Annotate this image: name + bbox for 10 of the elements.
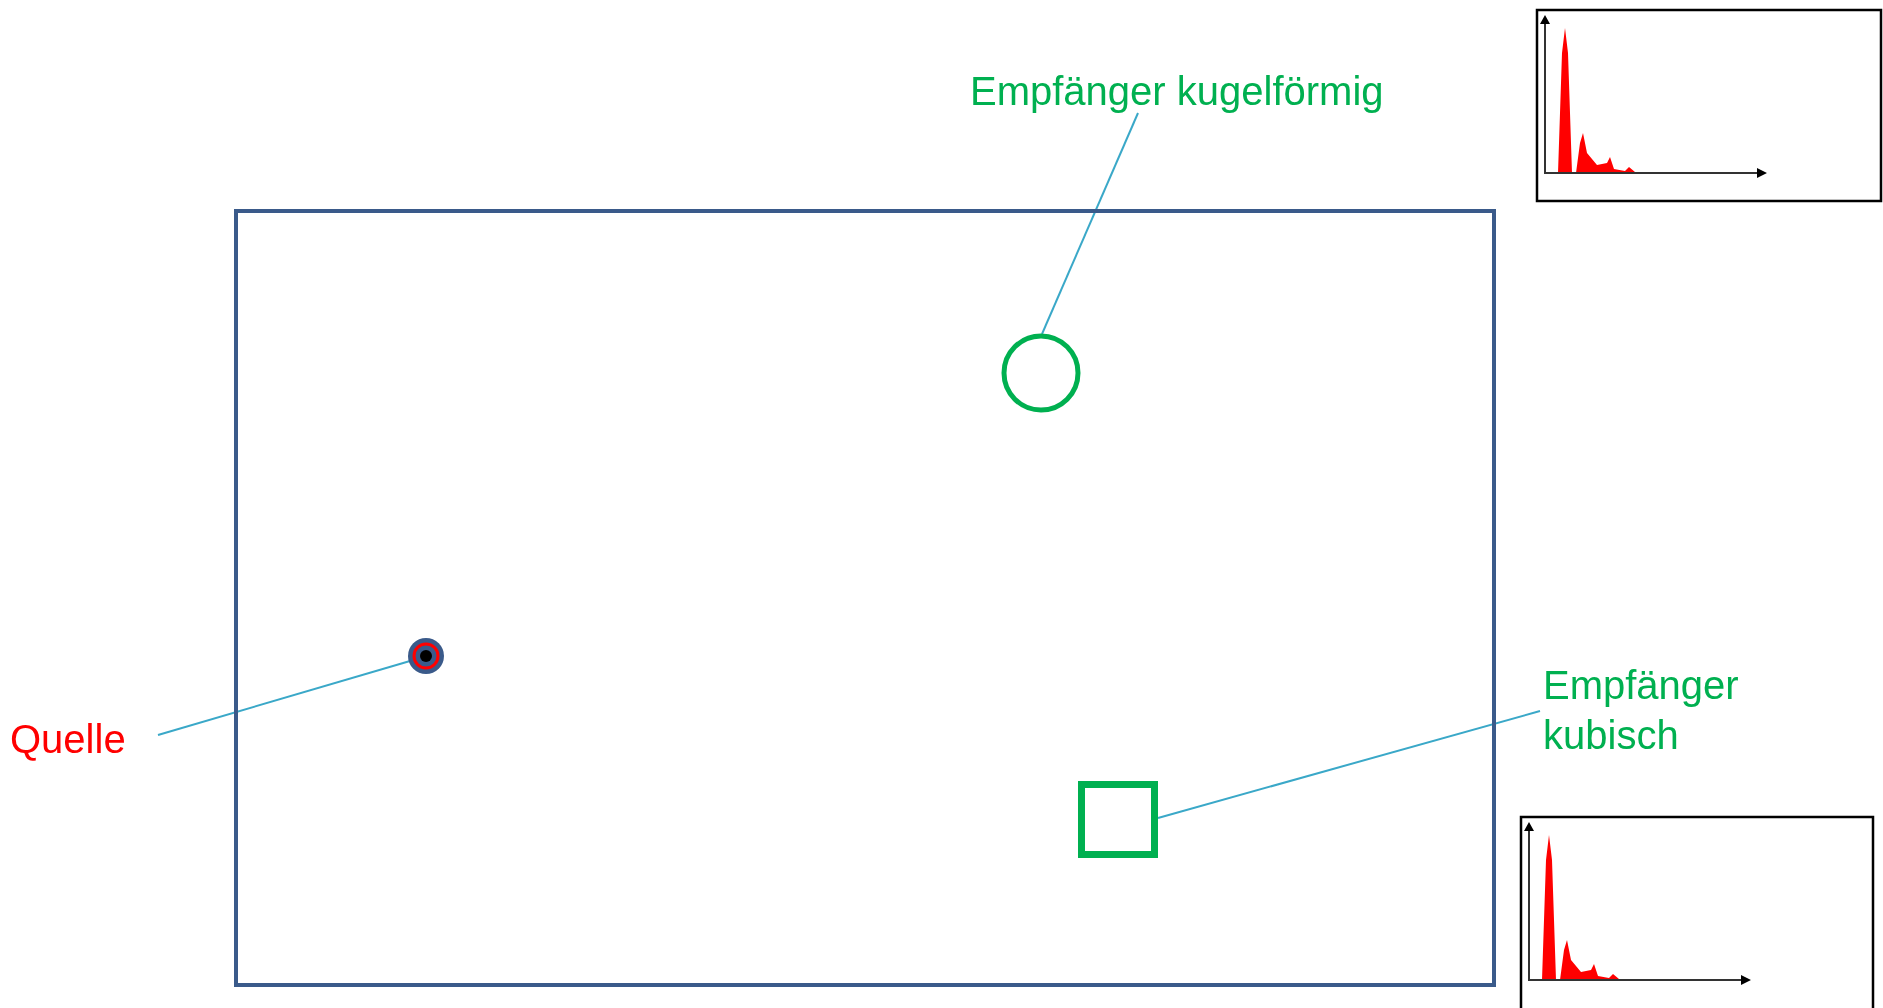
cubic-receiver xyxy=(1078,781,1158,858)
leader-line xyxy=(1041,112,1139,335)
spherical-receiver xyxy=(1001,333,1081,413)
receiver-label: Empfänger kugelförmig xyxy=(970,66,1384,116)
room-outline xyxy=(234,209,1496,987)
source-label: Quelle xyxy=(10,714,126,764)
leader-line xyxy=(157,660,411,736)
sound-source-marker xyxy=(408,638,444,674)
leader-line xyxy=(1157,710,1541,819)
receiver-label: Empfänger kubisch xyxy=(1543,660,1773,760)
